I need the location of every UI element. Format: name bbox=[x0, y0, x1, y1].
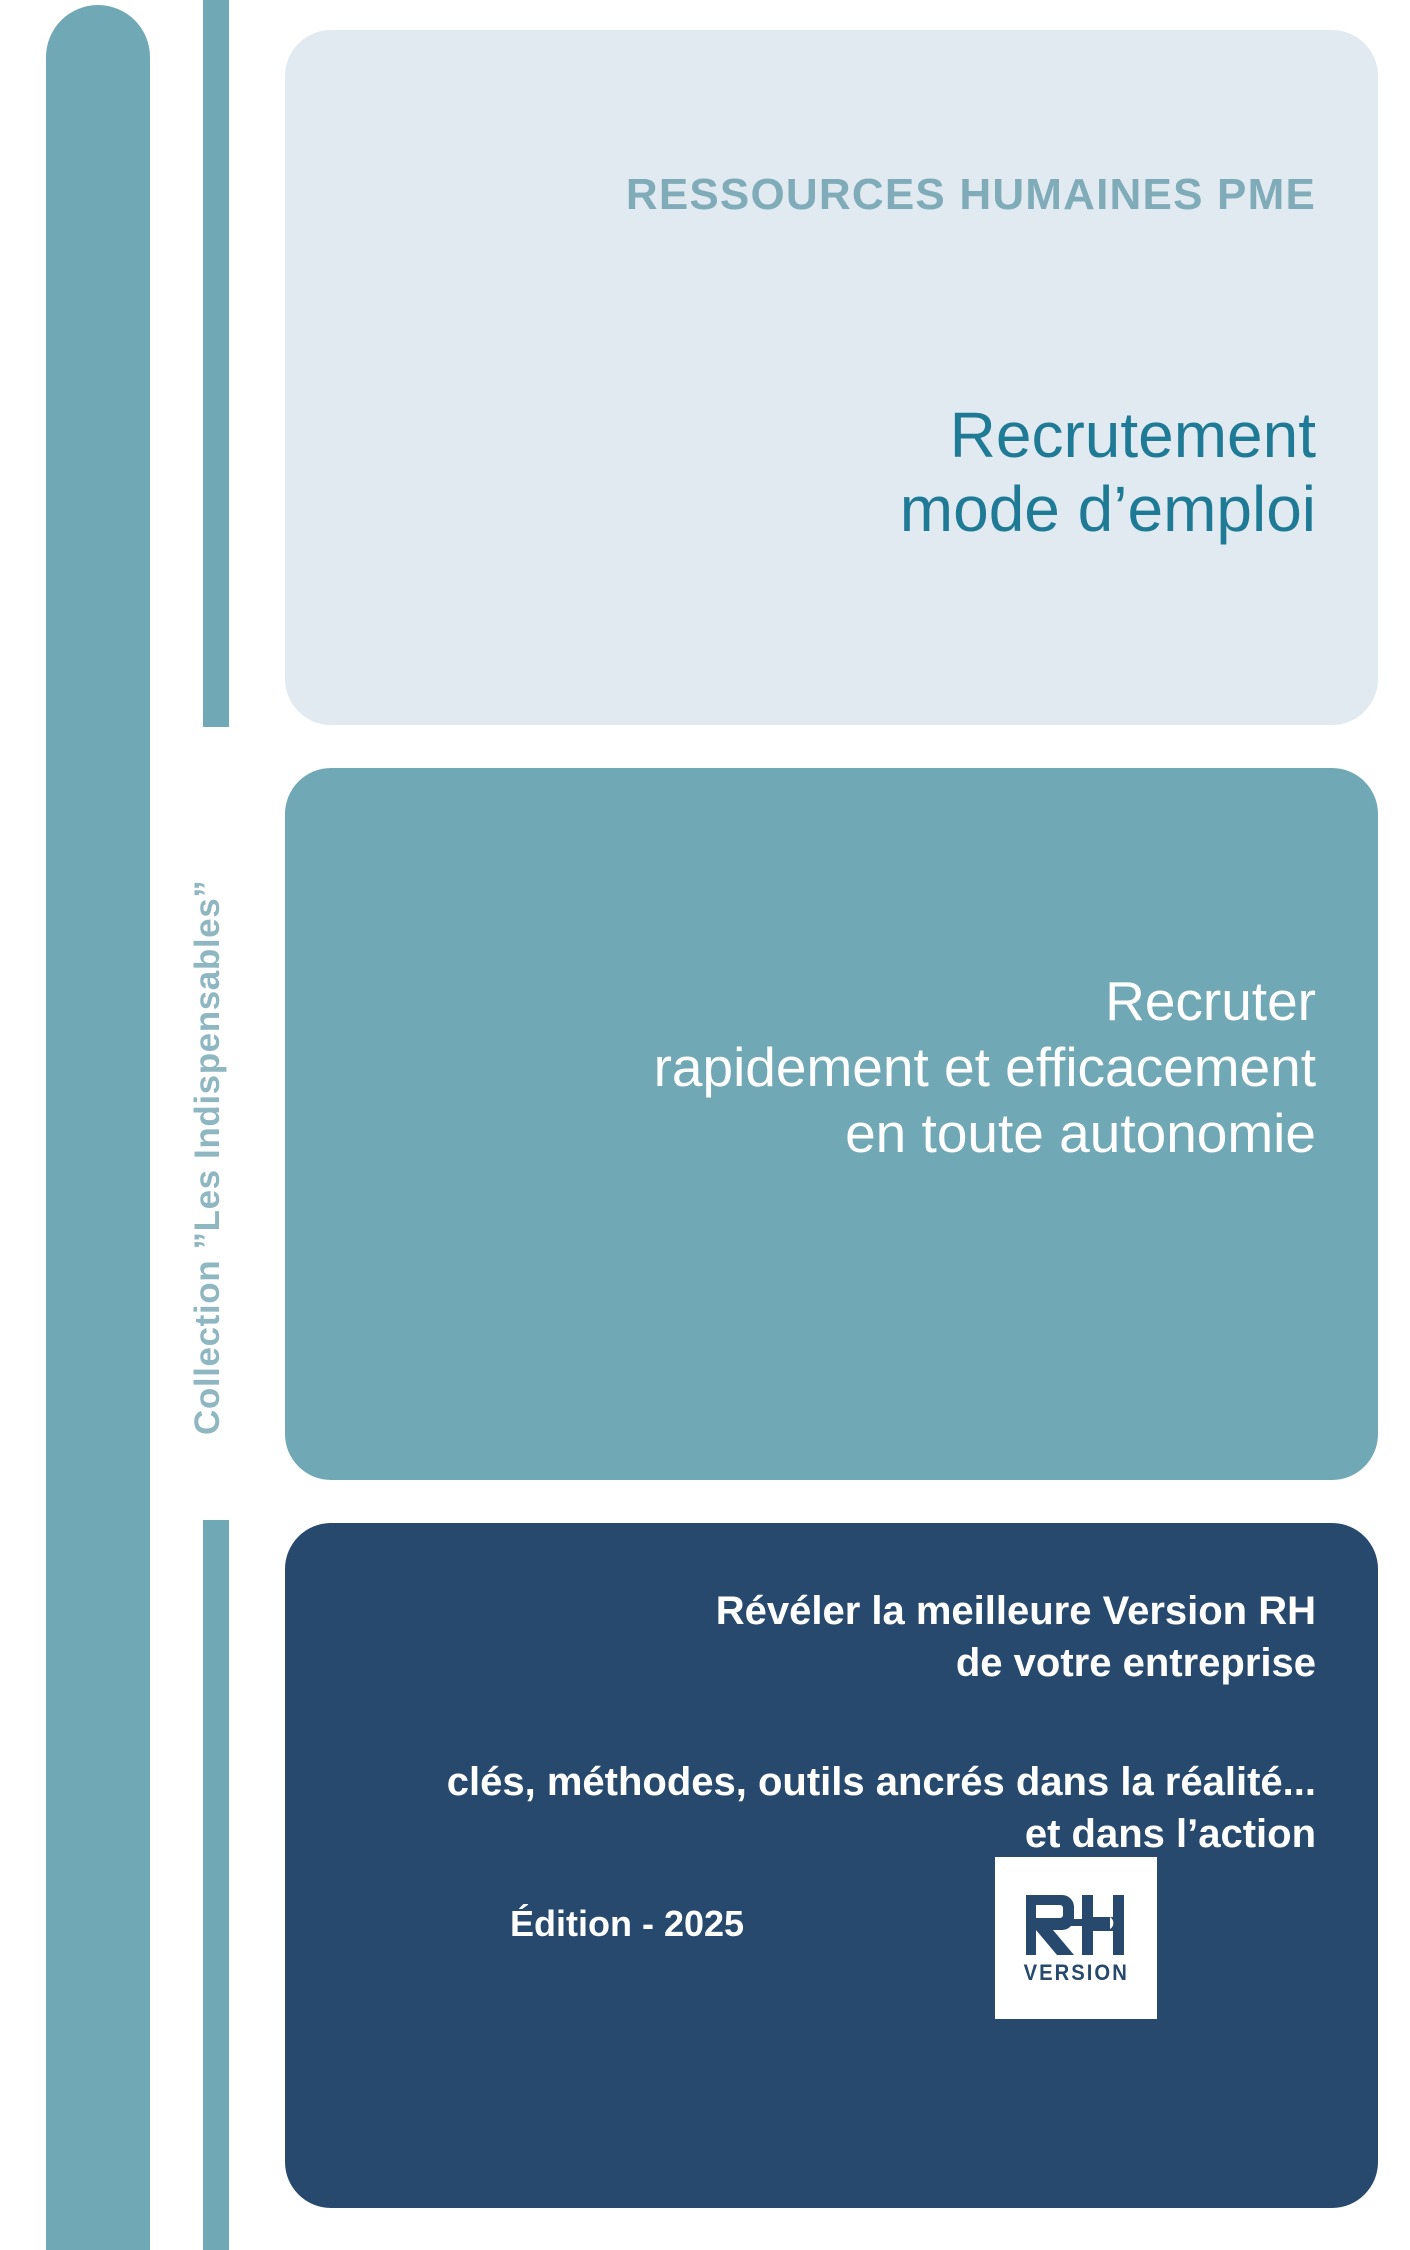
blurb-line-1: clés, méthodes, outils ancrés dans la ré… bbox=[446, 1760, 1316, 1804]
eyebrow-text: RESSOURCES HUMAINES PME bbox=[625, 170, 1316, 219]
panel-subtitle: Recruter rapidement et efficacement en t… bbox=[285, 768, 1378, 1480]
page-title: Recrutement mode d’emploi bbox=[900, 398, 1316, 546]
blurb-block: clés, méthodes, outils ancrés dans la ré… bbox=[447, 1756, 1316, 1860]
panel-footer: Révéler la meilleure Version RH de votre… bbox=[285, 1523, 1378, 2208]
tagline-block: Révéler la meilleure Version RH de votre… bbox=[716, 1585, 1316, 1689]
spine-bar-wide bbox=[46, 5, 150, 2250]
publisher-logo: VERSION bbox=[995, 1857, 1157, 2019]
rh-version-logo-icon bbox=[1026, 1894, 1124, 1955]
subtitle-block: Recruter rapidement et efficacement en t… bbox=[654, 968, 1316, 1166]
page-title-line-2: mode d’emploi bbox=[899, 473, 1316, 546]
subtitle-line-3: en toute autonomie bbox=[845, 1102, 1316, 1164]
spine-bar-thin-bottom bbox=[203, 1520, 229, 2250]
blurb-line-2: et dans l’action bbox=[1024, 1812, 1316, 1856]
page-title-line-1: Recrutement bbox=[949, 399, 1316, 471]
panel-title: RESSOURCES HUMAINES PME Recrutement mode… bbox=[285, 30, 1378, 725]
edition-text: Édition - 2025 bbox=[510, 1903, 745, 1944]
tagline-line-1: Révéler la meilleure Version RH bbox=[715, 1589, 1316, 1633]
subtitle-line-2: rapidement et efficacement bbox=[653, 1036, 1316, 1098]
tagline-line-2: de votre entreprise bbox=[955, 1641, 1316, 1685]
logo-wordmark: VERSION bbox=[1023, 1959, 1129, 1985]
collection-label: Collection ”Les Indispensables” bbox=[188, 879, 227, 1435]
subtitle-line-1: Recruter bbox=[1105, 970, 1316, 1032]
spine-bar-thin-top bbox=[203, 0, 229, 727]
